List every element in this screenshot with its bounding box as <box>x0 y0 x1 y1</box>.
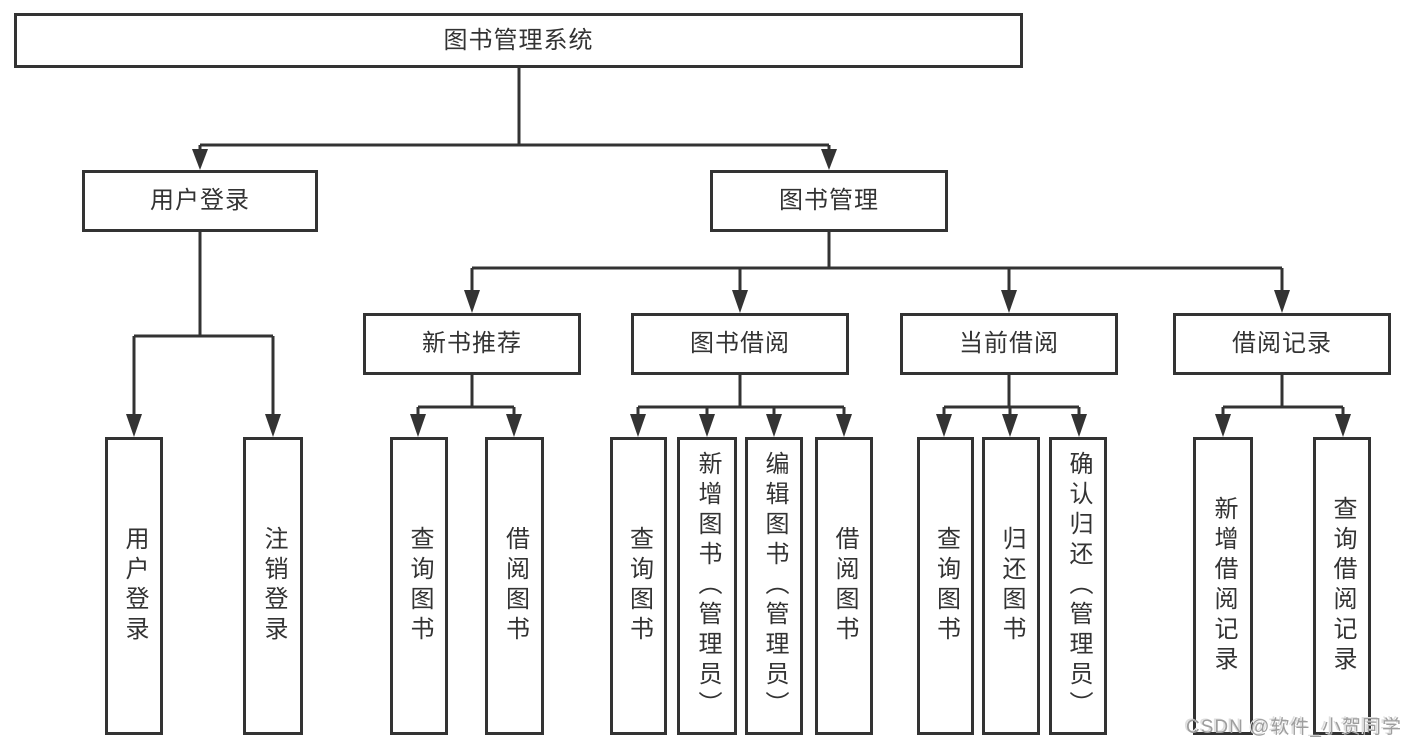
node-add-books-admin: 新增图书（管理员） <box>677 437 737 735</box>
node-add-borrow-record: 新增借阅记录 <box>1193 437 1253 735</box>
node-logout: 注销登录 <box>243 437 303 735</box>
node-edit-books-admin: 编辑图书（管理员） <box>745 437 803 735</box>
node-current-borrow: 当前借阅 <box>900 313 1118 375</box>
node-user-login: 用户登录 <box>82 170 318 232</box>
node-borrow-books-1: 借阅图书 <box>485 437 544 735</box>
connector-borrow-record-children <box>1215 375 1351 437</box>
node-book-management: 图书管理 <box>710 170 948 232</box>
node-borrow-record: 借阅记录 <box>1173 313 1391 375</box>
node-query-books-3: 查询图书 <box>917 437 974 735</box>
connector-new-book-children <box>410 375 522 437</box>
connector-book-management-children <box>464 232 1290 313</box>
node-query-borrow-record: 查询借阅记录 <box>1313 437 1371 735</box>
connector-root-to-level2 <box>192 68 837 170</box>
node-query-books-1: 查询图书 <box>390 437 448 735</box>
node-user-login-leaf: 用户登录 <box>105 437 163 735</box>
csdn-watermark: CSDN @软件_小贺同学 <box>1186 717 1402 738</box>
connector-user-login-children <box>126 232 281 437</box>
connector-book-borrow-children <box>630 375 852 437</box>
connector-current-borrow-children <box>936 375 1087 437</box>
node-book-borrow: 图书借阅 <box>631 313 849 375</box>
node-library-management-system: 图书管理系统 <box>14 13 1023 68</box>
node-confirm-return-admin: 确认归还（管理员） <box>1049 437 1107 735</box>
node-return-books: 归还图书 <box>982 437 1040 735</box>
node-query-books-2: 查询图书 <box>610 437 667 735</box>
node-borrow-books-2: 借阅图书 <box>815 437 873 735</box>
node-new-book-recommend: 新书推荐 <box>363 313 581 375</box>
